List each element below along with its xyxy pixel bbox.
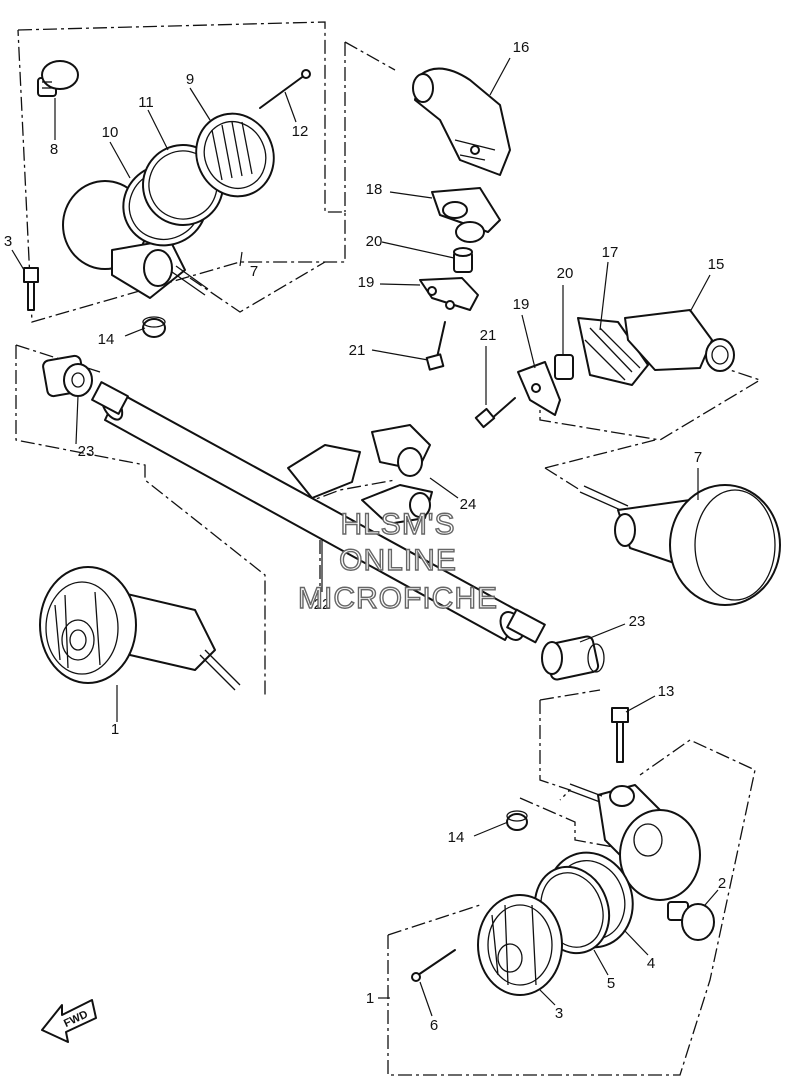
left-signal-1 (39, 566, 241, 691)
bolt-3 (23, 267, 39, 311)
bulb-2 (667, 901, 715, 941)
callout-23-right: 23 (629, 613, 646, 630)
collar-20-right (554, 354, 574, 380)
callout-1-lower: 1 (366, 990, 374, 1007)
watermark: HLSM'S ONLINE MICROFICHE (297, 507, 498, 615)
lens-9 (195, 112, 275, 198)
nut-14 (142, 316, 166, 338)
leader-lines (11, 57, 719, 1017)
callout-13: 13 (658, 683, 675, 700)
bracket-15 (624, 309, 735, 372)
callout-3-lower: 3 (555, 1005, 563, 1022)
callout-11: 11 (138, 94, 154, 111)
callout-12: 12 (292, 123, 309, 140)
stay-19-left (419, 277, 479, 311)
callout-7-right: 7 (694, 449, 702, 466)
callout-labels: 8 10 11 9 12 3 7 14 16 18 20 19 21 21 19… (4, 39, 726, 1034)
watermark-line-3: MICROFICHE (298, 582, 498, 615)
lens-3 (477, 894, 563, 996)
upper-left-signal-assembly (23, 60, 311, 338)
grommet-23-right (541, 635, 605, 681)
bolt-21-right (474, 397, 516, 429)
bracket-assembly (412, 67, 735, 429)
callout-18: 18 (366, 181, 383, 198)
callout-21-left: 21 (349, 342, 366, 359)
grommet-23-left (42, 354, 93, 398)
assembly-outlines (15, 21, 762, 1076)
callout-3-upper: 3 (4, 233, 12, 250)
bolt-21-left (425, 321, 446, 371)
callout-7-upper: 7 (250, 263, 258, 280)
callout-2: 2 (718, 875, 726, 892)
bracket-16 (412, 67, 511, 176)
lower-housing (567, 783, 701, 901)
rear-housing (62, 180, 209, 299)
bracket-17 (577, 317, 649, 386)
screw-6 (411, 949, 456, 982)
watermark-line-1: HLSM'S (340, 508, 455, 541)
callout-16: 16 (513, 39, 530, 56)
callout-15: 15 (708, 256, 725, 273)
collar-20-left (453, 247, 473, 273)
callout-8: 8 (50, 141, 58, 158)
bulb-8 (37, 60, 79, 97)
callout-14-upper: 14 (98, 331, 115, 348)
fwd-arrow-icon: FWD (41, 999, 97, 1043)
screw-12 (259, 69, 311, 109)
watermark-line-2: ONLINE (339, 544, 457, 577)
right-signal-7 (579, 484, 781, 606)
lower-signal-assembly (411, 707, 715, 996)
rod-assembly-22 (91, 381, 546, 644)
bolt-13 (611, 707, 629, 763)
clamp-24 (287, 444, 361, 499)
callout-21-right: 21 (480, 327, 497, 344)
callout-19-left: 19 (358, 274, 375, 291)
callout-6: 6 (430, 1017, 438, 1034)
stay-19-right (517, 361, 561, 416)
stay-18 (431, 187, 501, 243)
callout-17: 17 (602, 244, 619, 261)
callout-14-lower: 14 (448, 829, 465, 846)
callout-4: 4 (647, 955, 655, 972)
callout-1-left: 1 (111, 721, 119, 738)
callout-23-left: 23 (78, 443, 95, 460)
callout-5: 5 (607, 975, 615, 992)
callout-20-right: 20 (557, 265, 574, 282)
callout-10: 10 (102, 124, 119, 141)
callout-22: 22 (314, 596, 331, 613)
callout-9: 9 (186, 71, 194, 88)
callout-19-right: 19 (513, 296, 530, 313)
callout-20-left: 20 (366, 233, 383, 250)
callout-24: 24 (460, 496, 477, 513)
nut-14-lower (506, 810, 528, 831)
